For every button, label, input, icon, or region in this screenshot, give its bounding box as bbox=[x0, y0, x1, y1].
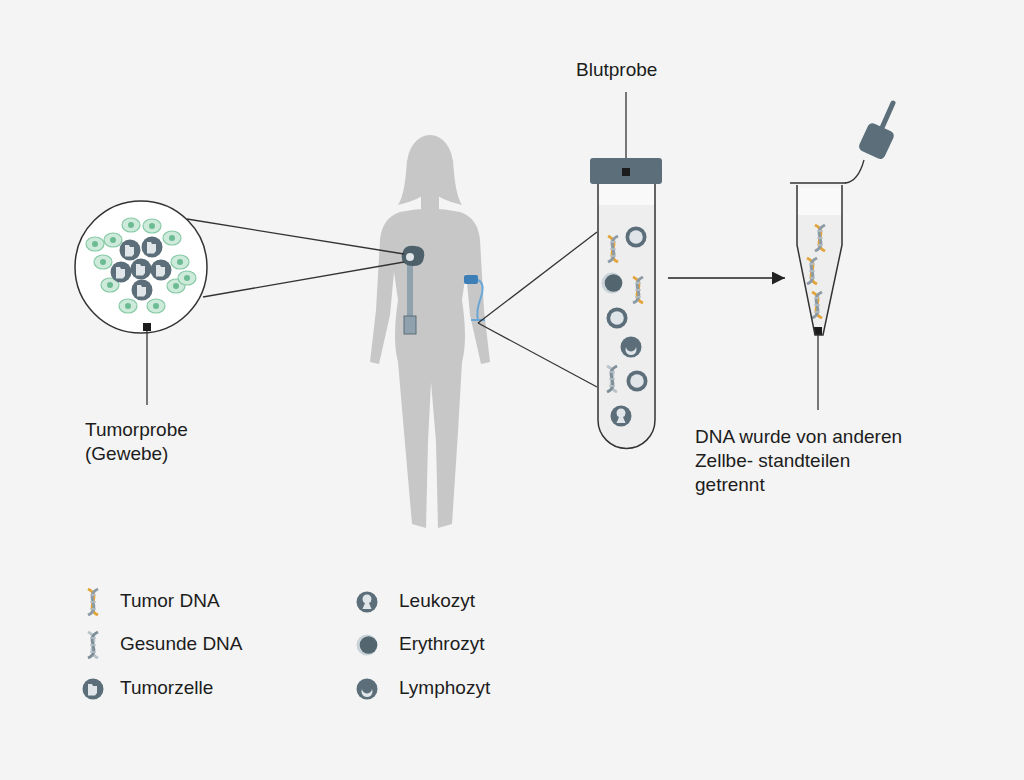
tube-outline bbox=[797, 185, 842, 335]
blood-draw-line-part bbox=[477, 280, 482, 320]
blood-tube-detail-part bbox=[598, 205, 655, 449]
zoom-line bbox=[187, 219, 597, 387]
leader-anchor bbox=[622, 168, 630, 176]
biopsy-needle-part bbox=[404, 316, 416, 334]
leader-line-part bbox=[622, 168, 630, 176]
eppendorf-detail-part bbox=[812, 292, 822, 318]
eppendorf-detail-part bbox=[845, 160, 864, 183]
tissue-detail bbox=[75, 201, 207, 333]
zoom-line-part bbox=[478, 232, 597, 323]
blood-tube-detail-part bbox=[626, 227, 647, 248]
blood-tube-detail-part bbox=[621, 337, 642, 358]
blood-tube-detail-part bbox=[602, 273, 623, 294]
eppendorf-detail-part bbox=[797, 188, 842, 335]
body-silhouette bbox=[370, 135, 490, 528]
leader-line-part bbox=[146, 331, 147, 405]
legend-label: Gesunde DNA bbox=[120, 633, 243, 655]
tube-cap bbox=[590, 158, 662, 184]
tissue-detail-part bbox=[104, 233, 122, 247]
blood-sample-tube: Blutprobe bbox=[590, 158, 662, 450]
legend-icon-part bbox=[88, 589, 98, 615]
biopsy-needle-part bbox=[407, 262, 413, 316]
tissue-detail-part bbox=[111, 262, 132, 283]
tumor bbox=[402, 246, 425, 266]
node-shape bbox=[790, 180, 846, 340]
legend-label: Erythrozyt bbox=[399, 633, 485, 655]
blood-tube-detail-part bbox=[611, 406, 632, 427]
blood-tube-detail-part bbox=[633, 277, 643, 303]
tissue-detail-part bbox=[132, 280, 153, 301]
legend-label: Lymphozyt bbox=[399, 677, 490, 699]
blood-tube-detail-part bbox=[607, 366, 617, 392]
tissue-detail-part bbox=[131, 259, 152, 280]
zoom-line-part bbox=[187, 219, 404, 254]
node-label: Blutprobe bbox=[576, 58, 696, 82]
blood-tube-detail-part bbox=[598, 184, 655, 449]
tissue-sample-circle: Tumorprobe (Gewebe) bbox=[74, 200, 208, 334]
leader-line-part bbox=[625, 92, 626, 168]
blood-tube-detail-part bbox=[607, 308, 628, 329]
leader-line bbox=[143, 92, 822, 410]
legend-icon-part bbox=[357, 592, 378, 613]
blood-draw-line bbox=[464, 275, 485, 320]
tumor-part bbox=[406, 253, 414, 261]
tissue-detail-part bbox=[86, 237, 104, 251]
node-shape bbox=[74, 200, 208, 334]
tissue-detail-part bbox=[171, 255, 189, 269]
legend-label: Tumor DNA bbox=[120, 590, 220, 612]
legend-label: Leukozyt bbox=[399, 590, 475, 612]
leader-line-part bbox=[143, 323, 151, 331]
blood-tube-detail bbox=[598, 184, 655, 449]
dna-eppendorf-tube: DNA wurde von anderen Zellbe- standteile… bbox=[790, 180, 846, 340]
leader-line-part bbox=[817, 335, 818, 410]
tissue-detail-part bbox=[75, 201, 207, 333]
eppendorf-detail bbox=[797, 103, 895, 335]
tissue-detail-part bbox=[163, 231, 181, 245]
blood-tube-detail-part bbox=[627, 371, 648, 392]
legend-icon-part bbox=[357, 679, 378, 700]
node-label: DNA wurde von anderen Zellbe- standteile… bbox=[695, 425, 910, 497]
tube-rim bbox=[790, 182, 846, 184]
tissue-detail-part bbox=[178, 271, 196, 285]
tissue-circle-outline bbox=[75, 201, 207, 333]
tube-outline bbox=[598, 184, 655, 449]
body-silhouette-part bbox=[370, 209, 490, 529]
eppendorf-detail-part bbox=[881, 103, 893, 130]
legend-label: Tumorzelle bbox=[120, 677, 213, 699]
blood-draw-line-part bbox=[464, 275, 478, 284]
eppendorf-detail-part bbox=[815, 225, 825, 251]
legend-icon-part bbox=[83, 679, 104, 700]
tissue-detail-part bbox=[120, 240, 141, 261]
biopsy-needle bbox=[404, 262, 416, 334]
node-shape bbox=[590, 158, 662, 450]
legend-icon-part bbox=[88, 632, 98, 658]
tumor-part bbox=[402, 246, 425, 266]
node-label: Tumorprobe (Gewebe) bbox=[85, 418, 215, 466]
zoom-line-part bbox=[478, 323, 597, 387]
eppendorf-detail-part bbox=[857, 122, 895, 161]
tissue-detail-part bbox=[119, 299, 137, 313]
tissue-detail-part bbox=[94, 255, 112, 269]
tissue-detail-part bbox=[151, 260, 172, 281]
eppendorf-detail-part bbox=[807, 258, 817, 284]
blood-tube-detail-part bbox=[608, 236, 618, 262]
legend-icon bbox=[83, 589, 378, 700]
tissue-detail-part bbox=[142, 237, 163, 258]
eppendorf-detail-part-part bbox=[857, 122, 895, 161]
tissue-detail-part bbox=[143, 219, 161, 233]
zoom-line-part bbox=[203, 262, 404, 297]
process-arrow bbox=[668, 277, 785, 279]
legend-icon-part bbox=[357, 635, 378, 656]
tissue-detail-part bbox=[122, 218, 140, 232]
tissue-detail-part bbox=[147, 299, 165, 313]
